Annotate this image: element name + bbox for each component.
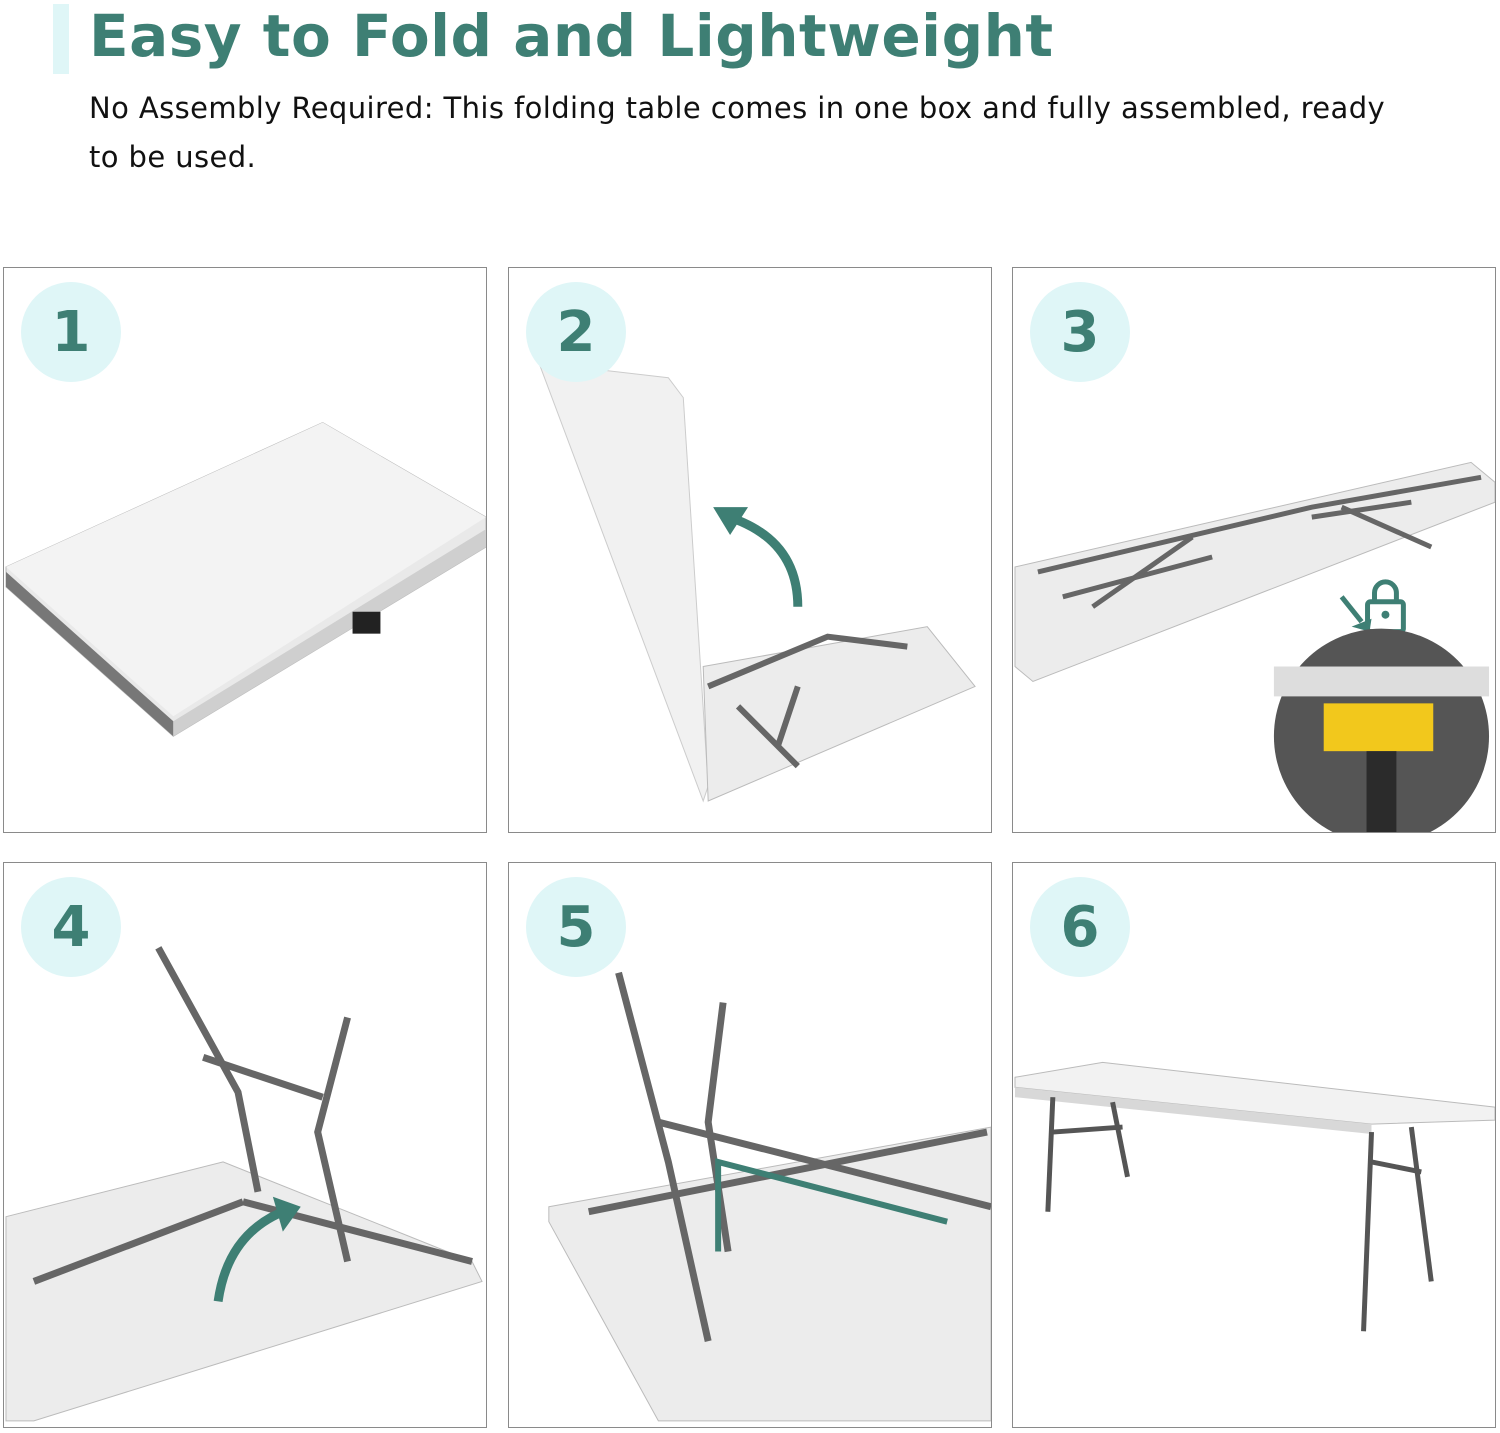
locking-legs-image: [548, 971, 991, 1422]
page-title: Easy to Fold and Lightweight: [89, 2, 1054, 70]
step-badge-5: 5: [526, 877, 626, 977]
lock-icon: [1365, 579, 1406, 635]
step-badge-2: 2: [526, 282, 626, 382]
folded-table-image: [5, 421, 486, 737]
step-badge-1: 1: [21, 282, 121, 382]
unfolding-legs-image: [5, 946, 483, 1422]
step-badge-4: 4: [21, 877, 121, 977]
step-panel-6: 6: [1012, 862, 1496, 1428]
step-panel-4: 4: [3, 862, 487, 1428]
latch-image: [1323, 703, 1434, 752]
arrow-icon: [713, 507, 749, 536]
step-badge-6: 6: [1030, 877, 1130, 977]
title-accent-bar: [53, 4, 69, 74]
page-subtitle: No Assembly Required: This folding table…: [89, 91, 1386, 174]
step-panel-3: 3: [1012, 267, 1496, 833]
assembled-table-image: [1014, 1061, 1495, 1332]
step-panel-1: 1: [3, 267, 487, 833]
unfolding-table-image: [538, 362, 976, 803]
arrow-icon: [272, 1196, 301, 1232]
step-panel-2: 2: [508, 267, 992, 833]
step-badge-3: 3: [1030, 282, 1130, 382]
open-table-underside-image: [1014, 461, 1495, 832]
step-panel-5: 5: [508, 862, 992, 1428]
